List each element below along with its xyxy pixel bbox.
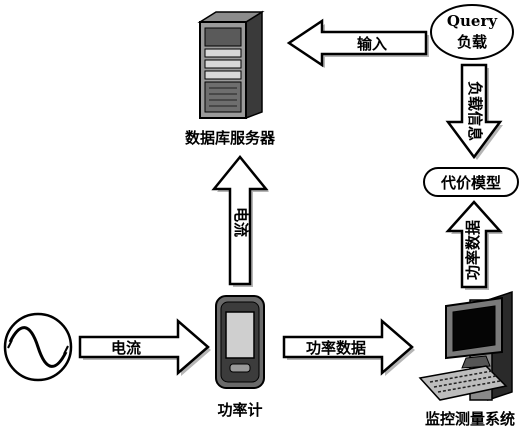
cost-model-node: 代价模型 bbox=[423, 167, 519, 197]
monitoring-system-icon bbox=[418, 290, 513, 402]
power-meter-icon bbox=[215, 295, 265, 389]
power-data-right-arrow: 功率数据 bbox=[282, 318, 415, 376]
database-server-icon bbox=[197, 10, 265, 120]
load-info-arrow: 负载信息 bbox=[445, 63, 503, 160]
current-in-label: 电流 bbox=[111, 339, 141, 357]
database-server-label: 数据库服务器 bbox=[185, 129, 276, 147]
input-arrow: 输入 bbox=[286, 18, 429, 68]
current-in-arrow: 电流 bbox=[78, 318, 211, 376]
load-info-label: 负载信息 bbox=[466, 81, 484, 141]
input-label: 输入 bbox=[357, 35, 387, 53]
query-load-line1: Query bbox=[447, 12, 498, 30]
cost-model-label: 代价模型 bbox=[440, 174, 501, 192]
power-data-up-label: 功率数据 bbox=[464, 220, 482, 280]
power-data-up-arrow: 功率数据 bbox=[445, 200, 503, 290]
monitoring-system-label: 监控测量系统 bbox=[425, 410, 515, 428]
current-up-arrow: 电流 bbox=[211, 155, 269, 287]
query-load-line2: 负载 bbox=[457, 33, 487, 51]
power-meter-label: 功率计 bbox=[217, 401, 262, 419]
query-load-node: Query 负载 bbox=[430, 4, 514, 60]
power-data-right-label: 功率数据 bbox=[306, 339, 366, 357]
current-source-icon bbox=[3, 312, 73, 382]
current-up-label: 电流 bbox=[232, 207, 250, 237]
